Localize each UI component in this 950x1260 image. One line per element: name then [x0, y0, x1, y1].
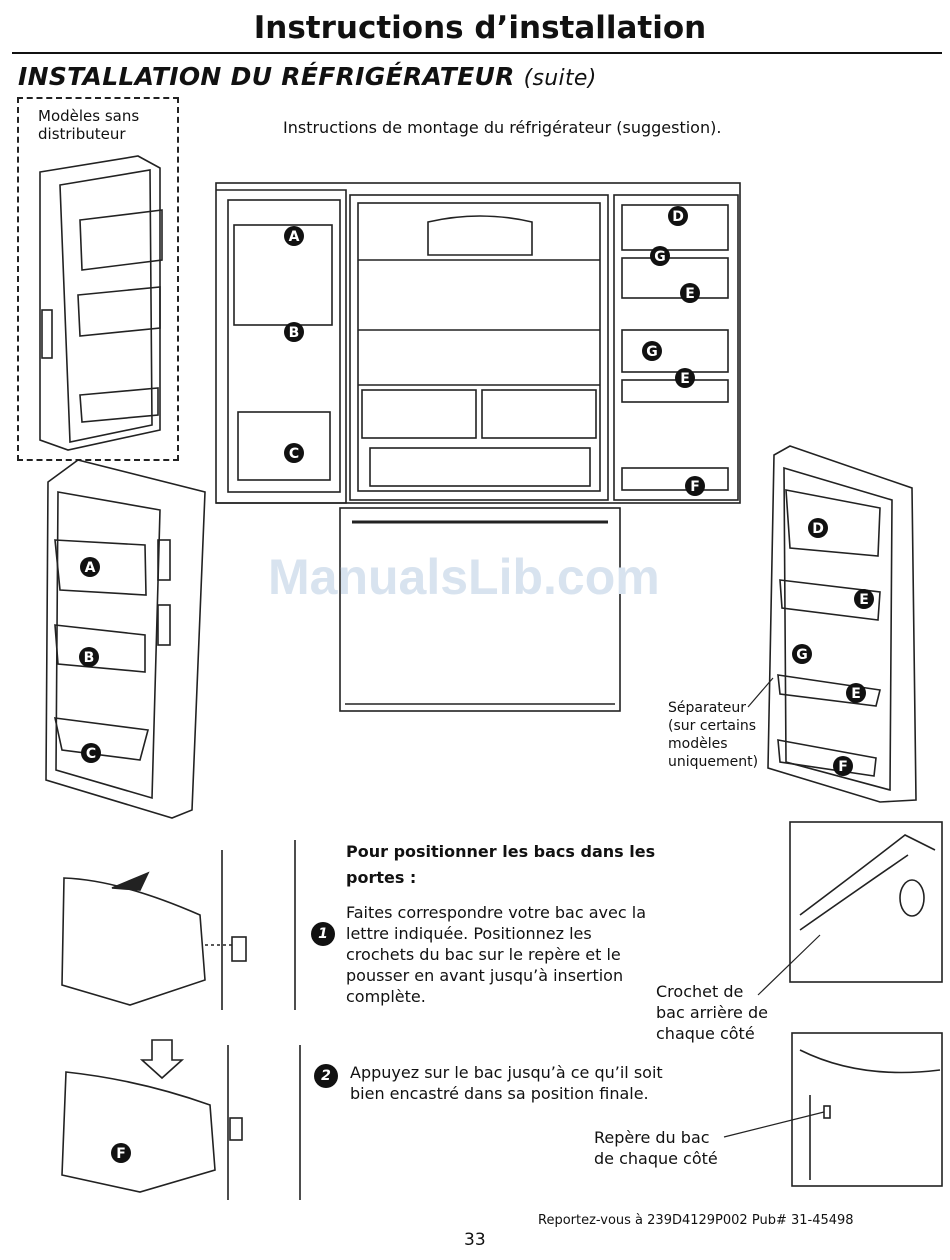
badge-f-right-door: F	[838, 759, 848, 775]
mark-detail-illustration	[723, 1032, 943, 1187]
left-door-illustration	[45, 459, 206, 819]
separator-note-line2: (sur certains	[668, 718, 757, 734]
mark-callout-line1: Repère du bac	[594, 1128, 710, 1147]
no-dispenser-door-illustration	[39, 155, 163, 451]
badge-a-left-door: A	[85, 560, 96, 576]
hook-callout: Crochet de bac arrière de chaque côté	[656, 981, 768, 1044]
footer-reference: Reportez-vous à 239D4129P002 Pub# 31-454…	[538, 1213, 854, 1228]
badge-c-fridge: C	[289, 446, 299, 462]
badge-g-right-door: G	[796, 647, 808, 663]
badge-g-fridge-1: G	[654, 249, 666, 265]
positioning-heading-line2: portes :	[346, 868, 417, 887]
section-title-suffix: (suite)	[523, 66, 597, 91]
hook-detail-illustration	[757, 821, 943, 996]
badge-f-fridge: F	[690, 479, 700, 495]
refrigerator-illustration	[215, 182, 741, 712]
badge-e-right-door-1: E	[859, 592, 869, 608]
models-label-line2: distributeur	[38, 125, 126, 143]
separator-note-line3: modèles	[668, 736, 728, 752]
badge-a-fridge: A	[289, 229, 300, 245]
section-title-main: INSTALLATION DU RÉFRIGÉRATEUR	[18, 62, 515, 91]
watermark: ManualsLib.com	[268, 549, 660, 605]
step1-illustration	[61, 840, 296, 1010]
page-number: 33	[464, 1230, 486, 1250]
badge-b-left-door: B	[84, 650, 95, 666]
step2-illustration	[61, 1039, 301, 1200]
separator-note: Séparateur (sur certains modèles uniquem…	[668, 699, 758, 771]
positioning-heading: Pour positionner les bacs dans les porte…	[346, 839, 655, 891]
diagram-caption: Instructions de montage du réfrigérateur…	[283, 118, 722, 137]
hook-callout-line1: Crochet de	[656, 982, 744, 1001]
right-door-illustration	[747, 445, 917, 803]
badge-c-left-door: C	[86, 746, 96, 762]
models-label: Modèles sans distributeur	[38, 107, 139, 143]
models-label-line1: Modèles sans	[38, 107, 140, 125]
separator-note-line4: uniquement)	[668, 754, 759, 770]
mark-callout: Repère du bac de chaque côté	[594, 1127, 718, 1169]
badge-d-fridge: D	[672, 209, 684, 225]
step2-number-badge: 2	[314, 1064, 338, 1088]
hook-callout-line3: chaque côté	[656, 1024, 755, 1043]
badge-b-fridge: B	[289, 325, 300, 341]
badge-e-right-door-2: E	[851, 686, 861, 702]
positioning-heading-line1: Pour positionner les bacs dans les	[346, 842, 656, 861]
hook-callout-line2: bac arrière de	[656, 1003, 768, 1022]
badge-f-step2: F	[116, 1146, 126, 1162]
badge-e-fridge-1: E	[685, 286, 695, 302]
bin-letter-badges: A B C D G E G E F A B C D E G E F F	[79, 206, 874, 1163]
separator-note-line1: Séparateur	[668, 700, 747, 716]
section-title: INSTALLATION DU RÉFRIGÉRATEUR (suite)	[18, 62, 597, 91]
page-header-title: Instructions d’installation	[253, 10, 707, 46]
badge-g-fridge-2: G	[646, 344, 658, 360]
badge-d-right-door: D	[812, 521, 824, 537]
header-rule	[12, 52, 942, 54]
step1-text: Faites correspondre votre bac avec la le…	[346, 903, 646, 1006]
step1-number-badge: 1	[311, 922, 335, 946]
badge-e-fridge-2: E	[680, 371, 690, 387]
step2-text: Appuyez sur le bac jusqu’à ce qu’il soit…	[350, 1063, 663, 1103]
no-dispenser-models-box	[17, 97, 179, 461]
mark-callout-line2: de chaque côté	[594, 1149, 718, 1168]
